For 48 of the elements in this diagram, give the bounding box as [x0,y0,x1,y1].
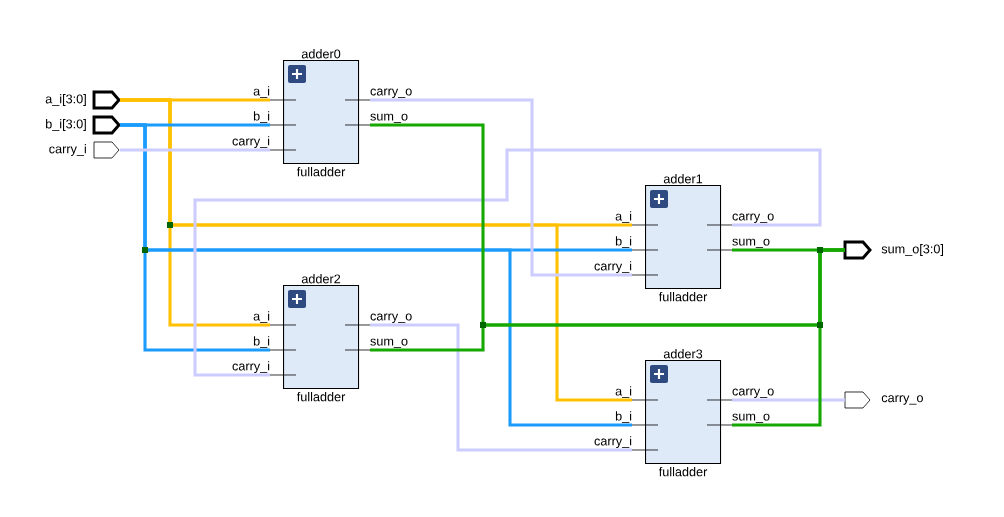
node-label: adder0 [301,49,341,59]
wire [193,148,822,377]
wire [370,323,632,452]
module-block: adder2 fulladder [269,274,371,402]
node-label: adder3 [663,349,703,359]
node-label: b_i[3:0] [46,119,86,131]
pin-label: carry_i [232,361,270,373]
pin-label: carry_o [732,213,774,223]
node-label: fulladder [296,391,346,402]
pin-label: b_i [253,111,270,123]
module-block: adder3 fulladder [631,349,733,477]
node-label: fulladder [658,291,708,302]
node-label: fulladder [296,166,346,177]
pin-label: a_i [253,86,270,98]
input-port: a_i[3:0] [45,90,121,110]
pin-label: a_i [615,211,632,223]
wire [120,123,632,427]
input-port: carry_i [49,141,120,159]
wire [732,248,845,427]
node-label: adder1 [663,174,703,184]
node-label: adder2 [301,274,341,284]
output-port: carry_o [844,391,923,409]
wire [732,398,845,402]
wire [120,148,270,152]
pin-label: sum_o [732,238,770,248]
pin-label: a_i [615,386,632,398]
pin-label: carry_o [732,388,774,398]
node-label: carry_o [881,395,923,405]
pin-label: carry_i [594,261,632,273]
node-label: sum_o[3:0] [881,244,944,256]
node-label: a_i[3:0] [45,94,86,106]
output-port: sum_o[3:0] [843,240,943,260]
pin-label: sum_o [370,113,408,123]
pin-label: b_i [253,336,270,348]
pin-label: carry_i [232,136,270,148]
node-label: carry_i [49,144,86,156]
wire [370,98,632,277]
input-port: b_i[3:0] [46,115,121,135]
wire [120,98,632,402]
pin-label: sum_o [370,338,408,348]
pin-label: b_i [615,411,632,423]
pin-label: carry_o [370,313,412,323]
pin-label: sum_o [732,413,770,423]
pin-label: carry_i [594,436,632,448]
node-label: fulladder [658,466,708,477]
pin-label: a_i [253,311,270,323]
pin-label: b_i [615,236,632,248]
pin-label: carry_o [370,88,412,98]
